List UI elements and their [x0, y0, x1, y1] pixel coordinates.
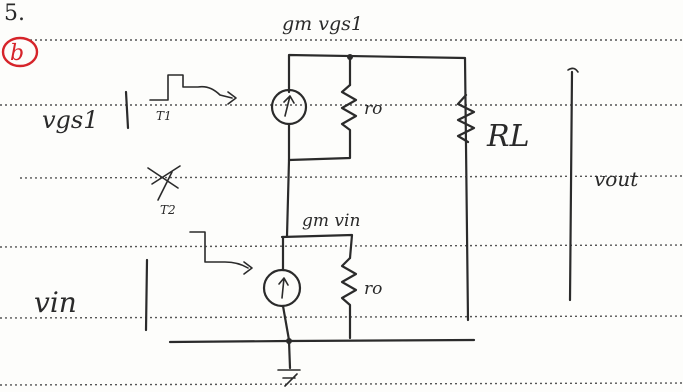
- circle-mark-label: b: [10, 41, 24, 66]
- vgs1-label: vgs1: [42, 106, 99, 134]
- red-circle-mark: b: [1, 36, 39, 68]
- t2-gate-arrow: [189, 231, 249, 269]
- rl-label: RL: [486, 119, 530, 154]
- vin-label: vin: [34, 286, 77, 319]
- ground-stem: [287, 339, 292, 370]
- t1-arrowhead: [227, 91, 237, 105]
- top-wire: [287, 53, 470, 322]
- vin-bracket: [144, 258, 149, 332]
- top-source-label: gm vgs1: [282, 13, 363, 35]
- vgs1-bracket: [124, 90, 130, 130]
- t2-arrowhead: [243, 261, 253, 275]
- ruled-lines: [0, 39, 683, 386]
- vout-bracket-top: [567, 67, 579, 73]
- vout-label: vout: [594, 167, 639, 191]
- ro-bottom-label: ro: [364, 279, 382, 299]
- mid-node-wire: [280, 233, 354, 260]
- t1-gate-arrow: [149, 74, 233, 101]
- t2-label: T2: [160, 203, 176, 217]
- page-number: 5.: [4, 1, 25, 26]
- ro-top-label: ro: [364, 99, 382, 119]
- ground-node-dot: [286, 338, 292, 344]
- top-current-source: [270, 88, 308, 126]
- ro-bottom-resistor: [340, 256, 358, 340]
- middle-wire: [285, 158, 291, 238]
- t2-scribble: [147, 165, 181, 201]
- mid-source-label: gm vin: [302, 211, 360, 231]
- vout-bracket: [568, 70, 574, 302]
- rl-resistor: [456, 93, 476, 144]
- ground-symbol: [277, 369, 301, 387]
- t1-label: T1: [156, 109, 172, 123]
- bottom-current-source: [262, 268, 302, 308]
- ro-top-resistor: [287, 83, 358, 162]
- bottom-source-lower-wire: [281, 304, 291, 342]
- ground-rail: [168, 338, 476, 344]
